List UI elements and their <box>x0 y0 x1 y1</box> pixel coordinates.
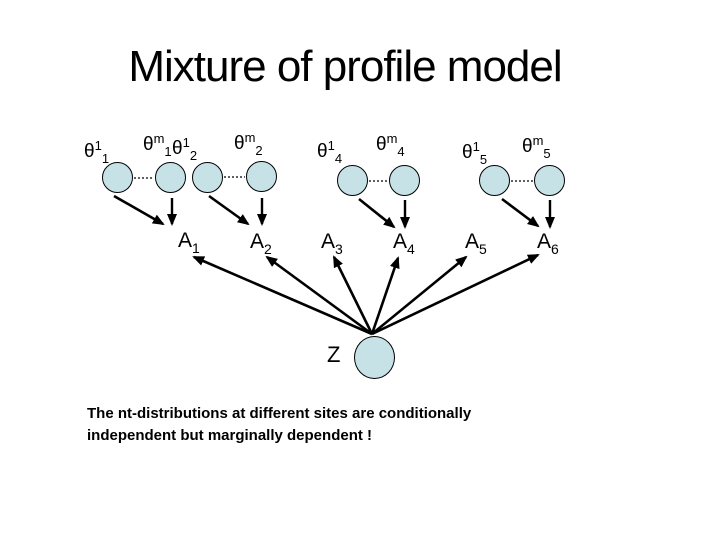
edge-theta1-2-A2 <box>208 194 250 226</box>
theta-node-2 <box>155 162 186 193</box>
edge-Z-A5 <box>371 255 468 336</box>
a-label-6: A6 <box>537 230 559 257</box>
theta-label-1-5: θ15 <box>462 139 488 167</box>
edge-Z-A1 <box>192 255 373 336</box>
caption: The nt-distributions at different sites … <box>87 403 547 447</box>
edge-theta1-1-A1 <box>113 194 165 226</box>
edge-Z-A3 <box>332 255 374 335</box>
theta-node-1 <box>102 162 133 193</box>
theta-node-4 <box>246 161 277 192</box>
a-label-4: A4 <box>393 230 415 257</box>
theta-label-m-2: θm2 <box>234 130 263 158</box>
caption-line-1: The nt-distributions at different sites … <box>87 405 472 422</box>
slide-title: Mixture of profile model <box>128 42 562 91</box>
edge-Z-A4 <box>370 256 400 335</box>
theta-node-7 <box>479 165 510 196</box>
theta-label-1-1: θ11 <box>84 138 110 166</box>
caption-line-2: independent but marginally dependent ! <box>87 427 373 444</box>
edge-Z-A6 <box>371 253 540 336</box>
theta-node-8 <box>534 165 565 196</box>
theta-label-m-1: θm1 <box>143 131 172 159</box>
theta-node-5 <box>337 165 368 196</box>
theta-label-m-4: θm4 <box>376 131 405 159</box>
z-label: Z <box>327 342 341 367</box>
edge-theta1-4-A4 <box>358 197 396 229</box>
a-label-5: A5 <box>465 230 487 257</box>
theta-node-6 <box>389 165 420 196</box>
theta-label-1-2: θ12 <box>172 135 198 163</box>
edge-Z-A2 <box>265 255 373 336</box>
theta-label-m-5: θm5 <box>522 133 551 161</box>
edge-theta1-5-A6 <box>501 197 540 228</box>
a-label-1: A1 <box>178 229 200 256</box>
a-label-2: A2 <box>250 230 272 257</box>
theta-label-1-4: θ14 <box>317 138 343 166</box>
z-node <box>354 336 395 379</box>
a-label-3: A3 <box>321 230 343 257</box>
theta-node-3 <box>192 162 223 193</box>
